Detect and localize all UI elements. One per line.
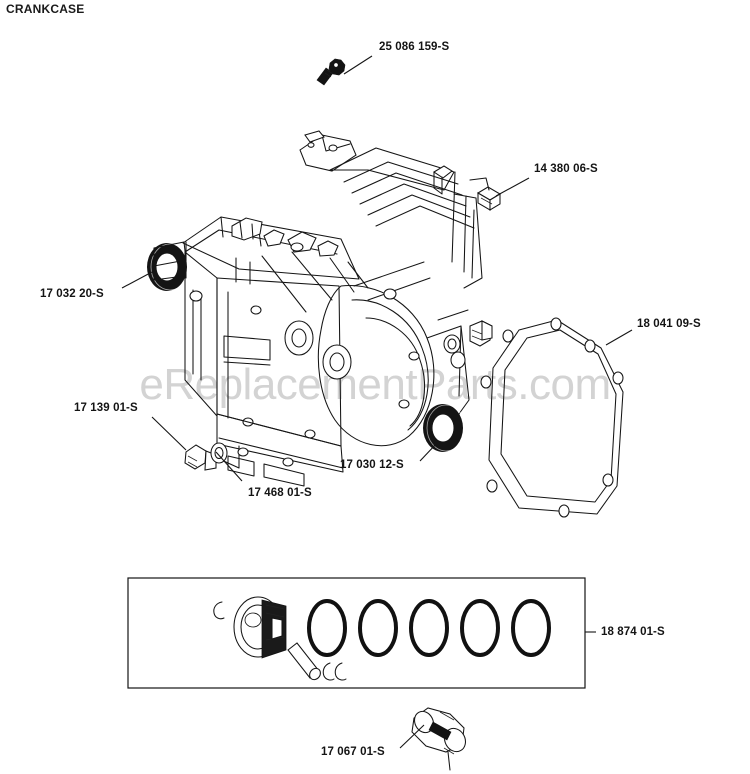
kit-retaining-clip: [334, 662, 347, 681]
kit-retaining-clip: [213, 601, 225, 620]
piston-kit-box: [127, 577, 586, 689]
part-label-gasket: 18 041 09-S: [637, 318, 701, 330]
leader-gasket: [605, 329, 633, 346]
part-stud-and-washer: [443, 320, 493, 369]
kit-piston: [233, 596, 287, 659]
leader-lines: [121, 55, 633, 749]
leader-oil-seal-left: [121, 271, 153, 289]
part-washer-nut: [210, 442, 228, 464]
part-label-piston-kit: 18 874 01-S: [601, 626, 665, 638]
part-label-oil-seal-left: 17 032 20-S: [40, 288, 104, 300]
part-label-washer-nut: 17 468 01-S: [248, 487, 312, 499]
part-label-plug-hex: 17 139 01-S: [74, 402, 138, 414]
kit-piston-rings: [307, 599, 551, 657]
part-oil-seal-center: [423, 404, 466, 452]
leader-bolt-top: [343, 55, 373, 75]
leader-dowel-pin: [495, 177, 530, 197]
kit-retaining-clip: [322, 662, 335, 681]
part-label-oil-seal-center: 17 030 12-S: [340, 459, 404, 471]
part-gasket: [480, 317, 624, 518]
leader-washer-nut: [215, 451, 243, 482]
part-bolt-top: [316, 58, 346, 86]
part-crankcase-body: [153, 130, 490, 487]
leader-connecting-rod: [399, 724, 425, 749]
leader-oil-seal-center: [419, 442, 438, 462]
part-connecting-rod: [411, 707, 466, 771]
part-label-bolt-top: 25 086 159-S: [379, 41, 450, 53]
part-oil-seal-left: [147, 243, 190, 291]
leader-plug-hex: [151, 416, 187, 451]
kit-wrist-pin: [287, 642, 321, 681]
part-label-connecting-rod: 17 067 01-S: [321, 746, 385, 758]
page-title: CRANKCASE: [6, 2, 85, 16]
part-label-dowel-pin: 14 380 06-S: [534, 163, 598, 175]
